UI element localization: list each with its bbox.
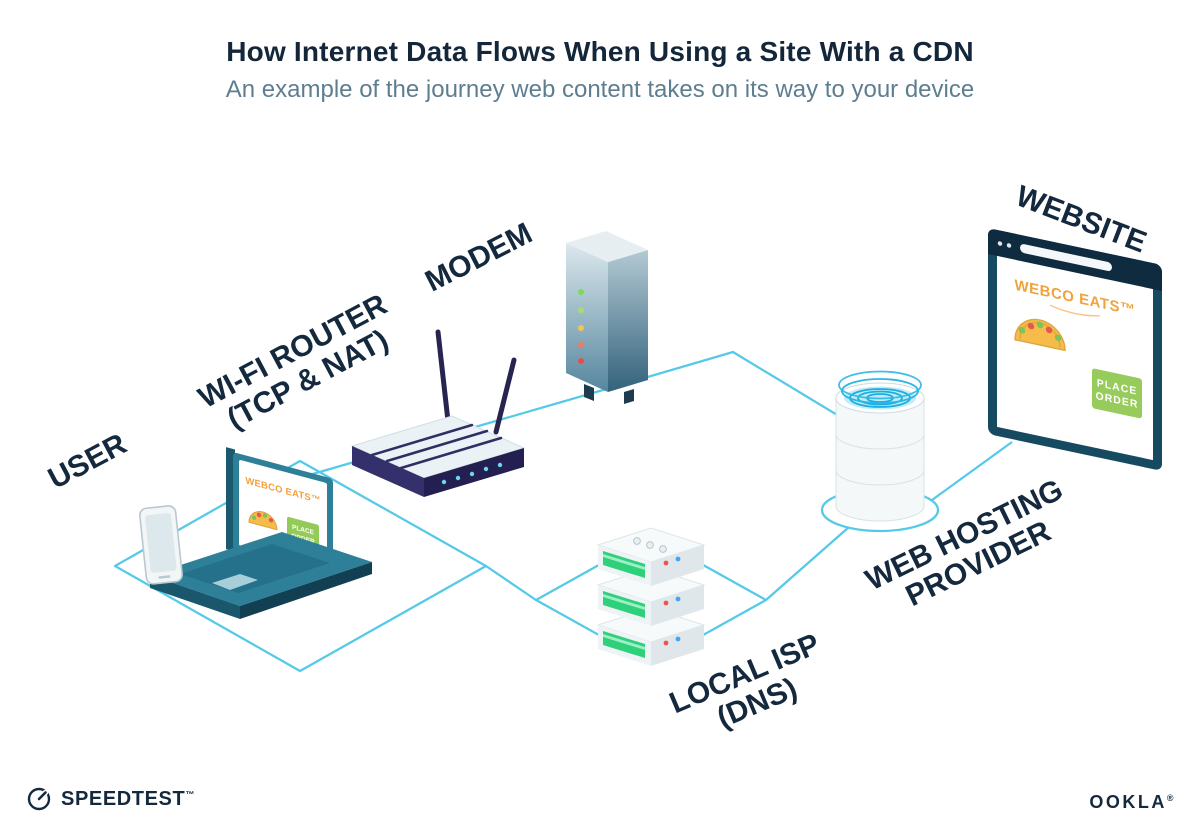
page-subtitle: An example of the journey web content ta… [225, 76, 975, 103]
isp-server-icon [596, 527, 706, 666]
speedtest-gauge-icon [27, 787, 51, 811]
modem-icon [566, 231, 648, 404]
taco-icon [1014, 318, 1066, 352]
phone-icon [139, 505, 183, 585]
laptop-taco-icon [248, 511, 278, 531]
browser-window-controls [997, 241, 1012, 248]
place-order-button: PLACE ORDER [1092, 368, 1142, 419]
page-title: How Internet Data Flows When Using a Sit… [226, 36, 974, 67]
user-to-isp-line [485, 565, 537, 601]
browser-url-bar [1020, 244, 1112, 272]
laptop-icon: WEBCO EATS™ PLACE ORDER [150, 447, 372, 619]
ookla-logo: OOKLA® [1089, 792, 1176, 812]
database-icon [835, 370, 925, 522]
hosting-to-website-line [931, 441, 1013, 501]
speedtest-wordmark: SPEEDTEST™ [61, 787, 195, 810]
browser-window-icon: WEBCO EATS™ PLACE ORDER [988, 229, 1162, 470]
speedtest-logo: SPEEDTEST™ [26, 786, 195, 812]
isp-to-hosting-line [765, 526, 850, 601]
modem-leds [578, 289, 584, 364]
wifi-router-icon [350, 329, 526, 497]
